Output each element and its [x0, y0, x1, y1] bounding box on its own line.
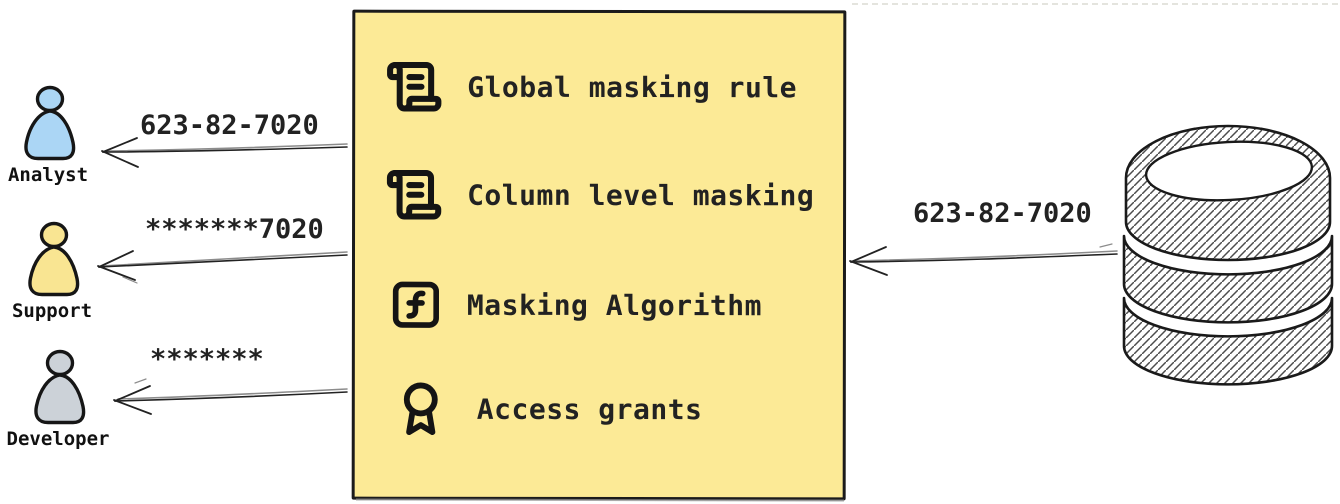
scroll-text-icon: [386, 169, 442, 220]
box-item-label: Global masking rule: [467, 70, 798, 104]
database-cylinder-icon: [1122, 124, 1334, 386]
analyst-received-value: 623-82-7020: [140, 110, 319, 141]
persona-analyst: Analyst: [0, 85, 108, 186]
persona-developer-label: Developer: [6, 428, 110, 450]
support-received-value: *******7020: [145, 214, 324, 245]
box-row-column-level-masking: Column level masking: [385, 165, 814, 226]
box-row-access-grants: Access grants: [393, 379, 703, 439]
arrow-to-developer: [113, 378, 348, 415]
developer-person-icon: [34, 349, 86, 425]
persona-developer: Developer: [0, 349, 118, 450]
arrow-database-to-box: [849, 243, 1118, 276]
box-item-label: Masking Algorithm: [466, 288, 763, 322]
box-item-label: Column level masking: [467, 178, 815, 212]
database-outgoing-value: 623-82-7020: [913, 198, 1092, 229]
persona-support-label: Support: [11, 300, 93, 322]
sketch-artifact-line: [852, 3, 1338, 5]
function-square-icon: [392, 281, 440, 328]
box-row-masking-algorithm: Masking Algorithm: [389, 275, 762, 336]
support-person-icon: [28, 221, 80, 297]
developer-received-value: *******: [150, 344, 264, 375]
analyst-person-icon: [24, 85, 76, 161]
award-icon: [403, 382, 438, 436]
persona-support: Support: [0, 221, 112, 322]
masking-rules-box: Global masking rule Column level masking…: [351, 9, 847, 501]
arrow-to-support: [97, 250, 348, 284]
box-item-label: Access grants: [476, 392, 703, 426]
scroll-text-icon: [387, 61, 442, 112]
box-row-global-masking-rule: Global masking rule: [385, 57, 797, 118]
persona-analyst-label: Analyst: [7, 164, 89, 186]
arrow-to-analyst: [101, 137, 348, 168]
